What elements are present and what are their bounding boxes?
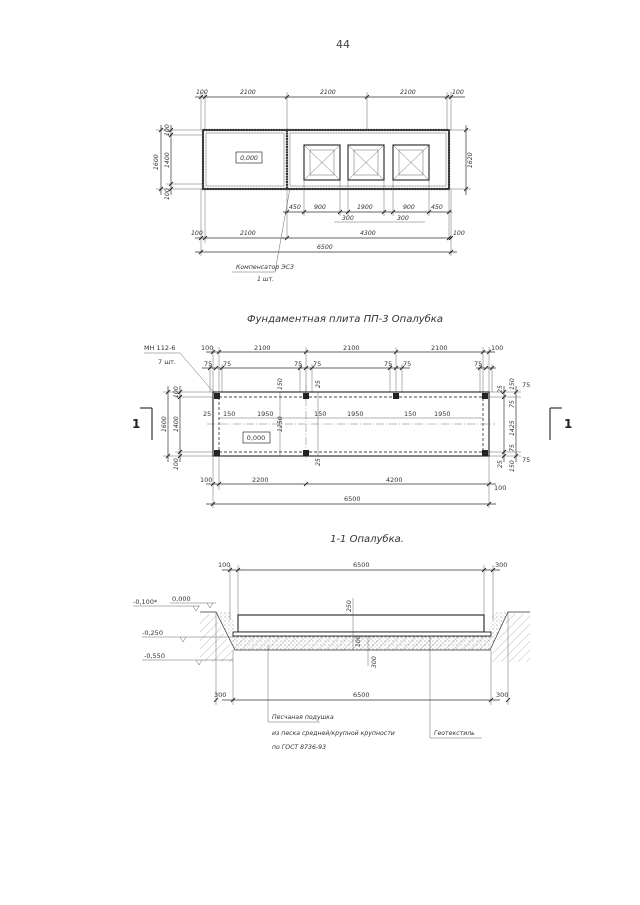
section-sand-dim: 300 <box>371 656 378 668</box>
plan2-sub-3: 75 <box>313 360 321 368</box>
plan2-row-0: 25 <box>203 410 211 418</box>
plan2-right-1: 25 <box>497 385 504 393</box>
plan2-bottom-2: 4200 <box>386 476 403 484</box>
plan1-total: 6500 <box>317 244 333 251</box>
plan1-inner-4: 450 <box>431 204 443 211</box>
section-thickness: 250 <box>346 600 353 612</box>
section-bottom-2: 300 <box>496 691 508 699</box>
plan1-note-qty: 1 шт. <box>257 276 274 283</box>
plan2-right-0: 150 <box>509 378 516 390</box>
plan1-dim-top-2: 2100 <box>320 89 336 96</box>
plan2-top-0: 100 <box>201 344 213 352</box>
plan2-bottom-0: 100 <box>200 476 212 484</box>
plan2-title: Фундаментная плита ПП-3 Опалубка <box>247 313 443 325</box>
plan2-left-1: 1400 <box>173 416 180 432</box>
plan1-dim-top-4: 100 <box>452 89 464 96</box>
plan1-dim-left-0: 100 <box>164 124 171 136</box>
plan2-sub-6: 75 <box>474 360 482 368</box>
plan2-embed-qty: 7 шт. <box>158 358 176 366</box>
plan2-right-5: 25 <box>497 460 504 468</box>
plan2-top-1: 2100 <box>254 344 271 352</box>
plan1-bottom-1: 2100 <box>240 230 256 237</box>
level-0: -0,100* <box>133 598 158 606</box>
plan2-top-4: 100 <box>491 344 503 352</box>
plan2-bottom-3: 100 <box>494 484 506 492</box>
plan2-top-2: 2100 <box>343 344 360 352</box>
plan2-elevation: 0,000 <box>247 434 266 442</box>
note-geotextile: Геотекстиль <box>434 730 475 737</box>
plan2-sub-5: 75 <box>403 360 411 368</box>
plan1-dim-right: 1620 <box>467 152 474 168</box>
section-sand: 100 <box>355 635 362 647</box>
plan2-left-0: 100 <box>173 386 180 398</box>
plan1-dim-left-total: 1600 <box>153 154 160 170</box>
note-sand-3: по ГОСТ 8736-93 <box>272 744 326 751</box>
plan1-dim-top-0: 100 <box>196 89 208 96</box>
plan2-embed-label: МН 112-6 <box>144 344 175 352</box>
plan2-top-3: 2100 <box>431 344 448 352</box>
plan1-dim-left-2: 100 <box>164 188 171 200</box>
section-top-1: 6500 <box>353 561 370 569</box>
plan2-sub-4: 75 <box>384 360 392 368</box>
plan1-inner-total: 4300 <box>360 230 376 237</box>
plan2-left-2: 100 <box>173 458 180 470</box>
plan1-dim-top-1: 2100 <box>240 89 256 96</box>
section-title: 1-1 Опалубка. <box>330 533 404 545</box>
note-sand-1: Песчаная подушка <box>272 714 334 721</box>
section-bottom-0: 300 <box>214 691 226 699</box>
plan2-right2-1: 75 <box>522 456 530 464</box>
plan1-inner2-1: 300 <box>397 215 409 222</box>
page-number: 44 <box>336 38 350 51</box>
note-sand-2: из песка средней/крупной крупности <box>272 730 395 737</box>
plan1-inner-0: 450 <box>289 204 301 211</box>
plan2-row-5: 150 <box>404 410 416 418</box>
plan1-elevation: 0,000 <box>240 155 258 162</box>
plan2-row-1: 150 <box>223 410 235 418</box>
plan1-dim-top-3: 2100 <box>400 89 416 96</box>
plan2-row-6: 1950 <box>434 410 451 418</box>
plan1-pits <box>303 144 430 181</box>
plan2-vert-2: 1250 <box>277 416 284 432</box>
section-top-2: 300 <box>495 561 507 569</box>
plan2-sub-0: 75 <box>204 360 212 368</box>
plan2-left-total: 1600 <box>161 416 168 432</box>
section-mark-right: 1 <box>564 417 572 431</box>
plan1-inner2-0: 300 <box>342 215 354 222</box>
plan2-sub-1: 75 <box>223 360 231 368</box>
plan-1: 100 2100 2100 2100 100 0,000 <box>153 89 474 283</box>
plan1-inner-2: 1900 <box>357 204 373 211</box>
level-1: 0,000 <box>172 595 191 603</box>
level-3: -0,550 <box>144 652 165 660</box>
plan2-bottom-1: 2200 <box>252 476 269 484</box>
plan1-inner-1: 900 <box>314 204 326 211</box>
plan2-right-6: 150 <box>509 460 516 472</box>
plan1-note: Компенсатор ЭСЗ <box>236 264 294 271</box>
plan2-vert-0: 150 <box>277 378 284 390</box>
level-2: -0,250 <box>142 629 163 637</box>
plan1-bottom-0: 100 <box>191 230 203 237</box>
plan2-vert-3: 25 <box>315 458 322 466</box>
plan1-inner-3: 900 <box>403 204 415 211</box>
section-bottom-1: 6500 <box>353 691 370 699</box>
plan1-dim-left-1: 1400 <box>164 152 171 168</box>
plan2-right-4: 75 <box>509 444 516 452</box>
plan2-total: 6500 <box>344 495 361 503</box>
plan2-vert-1: 25 <box>315 380 322 388</box>
plan2-right-2: 75 <box>509 400 516 408</box>
section-1-1: 1-1 Опалубка. 100 6500 300 250 100 <box>133 533 530 751</box>
plan2-sub-2: 75 <box>294 360 302 368</box>
plan2-right2-0: 75 <box>522 381 530 389</box>
plan1-bottom-2: 100 <box>453 230 465 237</box>
plan-2: Фундаментная плита ПП-3 Опалубка 100 210… <box>132 313 572 508</box>
section-mark-left: 1 <box>132 417 140 431</box>
section-top-0: 100 <box>218 561 230 569</box>
plan2-row-3: 150 <box>314 410 326 418</box>
plan2-right-3: 1425 <box>509 420 516 436</box>
plan2-row-2: 1950 <box>257 410 274 418</box>
plan2-row-4: 1950 <box>347 410 364 418</box>
plan2-embeds <box>214 393 488 456</box>
